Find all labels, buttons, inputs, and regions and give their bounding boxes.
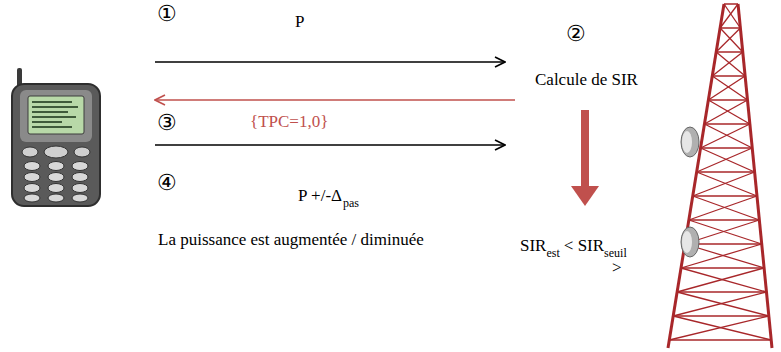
sir-label: >: [612, 258, 622, 278]
uplink-arrow: [155, 144, 505, 146]
callout-number: ③: [157, 113, 177, 133]
sir-label: < SIR: [564, 236, 604, 256]
tpc-label: {TPC=1,0}: [250, 112, 328, 132]
uplink-arrow: [155, 61, 505, 63]
note-text: La puissance est augmentée / diminuée: [158, 230, 424, 250]
tower-illustration: [668, 4, 772, 348]
subscript: est: [546, 243, 559, 263]
phone-illustration: [12, 68, 100, 206]
compare-arrow: [571, 110, 599, 206]
tpc-arrow: [155, 99, 515, 101]
subscript: pas: [343, 193, 359, 213]
power-label: P +/-Δ: [298, 186, 342, 206]
callout-number: ②: [566, 24, 586, 44]
callout-number: ①: [157, 4, 177, 24]
power-label: P: [295, 12, 304, 32]
callout-number: ④: [157, 173, 177, 193]
sir-label: SIR: [520, 236, 546, 256]
step-label: Calcule de SIR: [535, 70, 638, 90]
